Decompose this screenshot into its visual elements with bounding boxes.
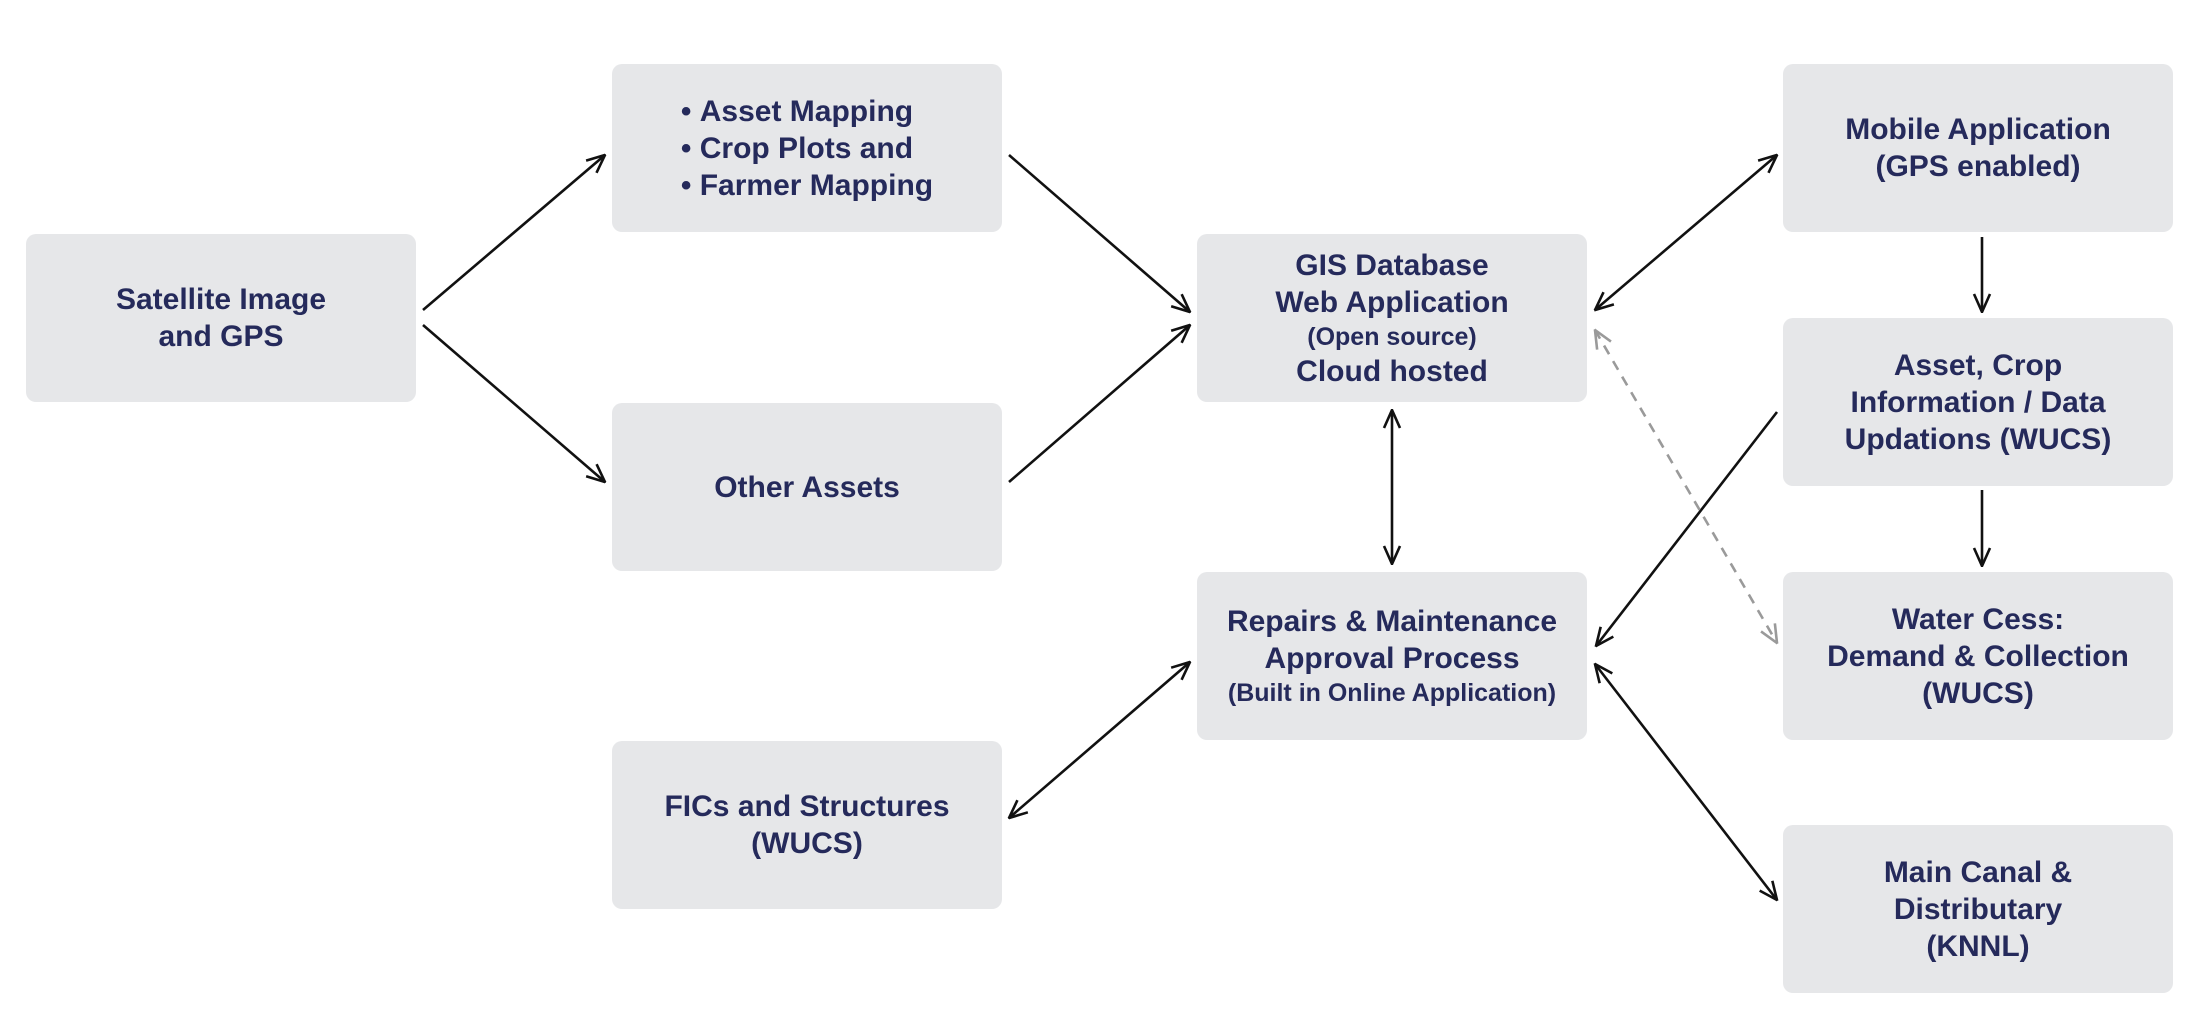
node-fics-line1: FICs and Structures (664, 790, 950, 823)
arrow-mapping-to-gis (1008, 154, 1190, 312)
node-gis-line4: Cloud hosted (1296, 354, 1488, 388)
node-water-cess: Water Cess: Demand & Collection (WUCS) (1783, 572, 2173, 740)
node-repairs-line3: (Built in Online Application) (1227, 679, 1557, 707)
node-gis-line2: Web Application (1275, 285, 1509, 319)
mapping-list-item: Farmer Mapping (681, 167, 933, 204)
node-asset-crop-line1: Asset, Crop (1893, 348, 2063, 382)
mapping-list-item: Crop Plots and (681, 130, 933, 167)
node-gis-line1: GIS Database (1295, 248, 1489, 282)
node-main-canal-line2: Distributary (1893, 892, 2063, 926)
arrow-satellite-to-other-assets (422, 324, 605, 482)
node-water-cess-line3: (WUCS) (1922, 676, 2034, 710)
node-mobile-line1: Mobile Application (1845, 113, 2111, 146)
node-gis-line3: (Open source) (1307, 322, 1477, 351)
mapping-list-item: Asset Mapping (681, 93, 933, 130)
arrow-gis-water-cess-dashed (1595, 330, 1777, 643)
node-other-assets-label: Other Assets (714, 470, 900, 504)
node-water-cess-line1: Water Cess: (1891, 602, 2065, 636)
node-water-cess-line2: Demand & Collection (1827, 639, 2129, 673)
node-fics-structures: FICs and Structures (WUCS) (612, 741, 1002, 909)
node-main-canal-line3: (KNNL) (1926, 929, 2030, 963)
node-repairs-line2: Approval Process (1264, 642, 1520, 675)
node-mobile-line2: (GPS enabled) (1875, 150, 2081, 183)
node-asset-crop-line3: Updations (WUCS) (1844, 422, 2112, 456)
node-satellite-image: Satellite Image and GPS (26, 234, 416, 402)
mapping-list: Asset Mapping Crop Plots and Farmer Mapp… (681, 93, 933, 204)
node-other-assets: Other Assets (612, 403, 1002, 571)
node-main-canal: Main Canal & Distributary (KNNL) (1783, 825, 2173, 993)
node-satellite-line2: and GPS (158, 320, 284, 353)
node-asset-crop-info: Asset, Crop Information / Data Updations… (1783, 318, 2173, 486)
arrow-repairs-fics-bidirectional (1009, 662, 1190, 818)
node-mobile-application: Mobile Application (GPS enabled) (1783, 64, 2173, 232)
node-satellite-line1: Satellite Image (115, 283, 327, 316)
arrow-satellite-to-mapping (422, 155, 605, 311)
arrow-asset-crop-to-repairs (1596, 411, 1779, 646)
node-main-canal-line1: Main Canal & (1883, 855, 2073, 889)
node-asset-crop-line2: Information / Data (1850, 385, 2106, 419)
node-repairs-maintenance: Repairs & Maintenance Approval Process (… (1197, 572, 1587, 740)
node-asset-mapping: Asset Mapping Crop Plots and Farmer Mapp… (612, 64, 1002, 232)
arrow-repairs-main-canal-bidirectional (1595, 664, 1777, 900)
arrow-gis-mobile-bidirectional (1595, 155, 1777, 310)
node-gis-database: GIS Database Web Application (Open sourc… (1197, 234, 1587, 402)
arrow-other-assets-to-gis (1008, 325, 1190, 483)
node-repairs-line1: Repairs & Maintenance (1226, 605, 1558, 638)
node-fics-line2: (WUCS) (751, 827, 863, 860)
